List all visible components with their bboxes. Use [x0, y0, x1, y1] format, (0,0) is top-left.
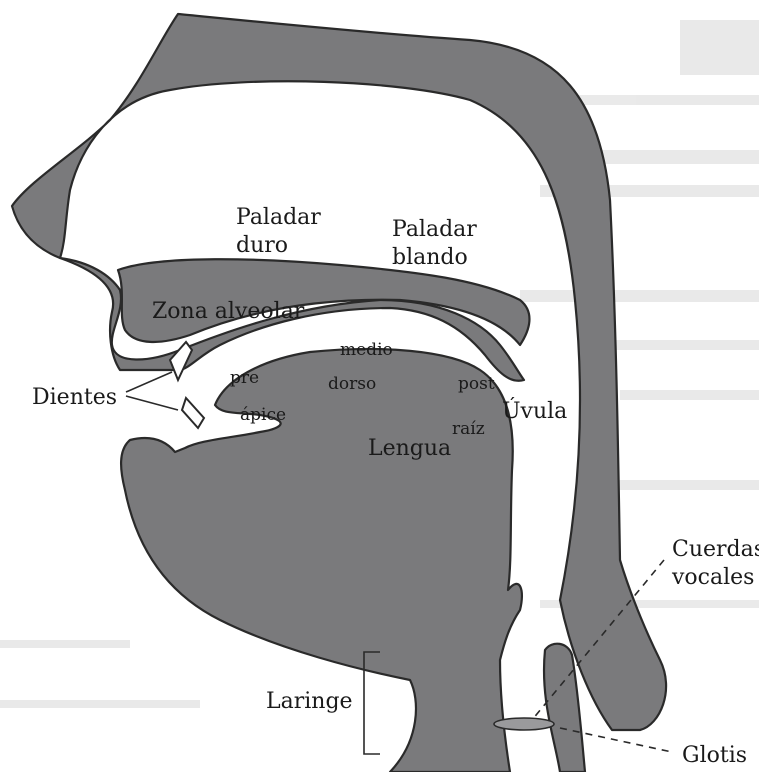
- lower-tooth: [182, 398, 204, 428]
- label-paladar-duro-1: Paladar: [236, 205, 321, 230]
- label-medio: medio: [340, 340, 393, 360]
- label-paladar-blando-2: blando: [392, 245, 468, 270]
- dientes-pointer-lower: [126, 396, 178, 410]
- label-post: post: [458, 374, 495, 394]
- label-pre: pre: [230, 368, 259, 388]
- label-dientes: Dientes: [32, 385, 117, 410]
- label-zona-alveolar: Zona alveolar: [152, 299, 305, 324]
- glottis-shape: [494, 718, 554, 730]
- label-cuerdas-2: vocales: [671, 565, 754, 590]
- label-paladar-duro-2: duro: [236, 233, 288, 258]
- label-lengua: Lengua: [368, 436, 451, 461]
- label-paladar-blando-1: Paladar: [392, 217, 477, 242]
- label-laringe: Laringe: [266, 689, 353, 714]
- dientes-pointer-upper: [126, 372, 172, 392]
- label-dorso: dorso: [328, 374, 376, 394]
- label-cuerdas-1: Cuerdas: [672, 537, 759, 562]
- label-uvula: Úvula: [502, 397, 567, 424]
- label-apice: ápice: [240, 405, 286, 425]
- label-raiz: raíz: [452, 419, 485, 439]
- label-glotis: Glotis: [682, 743, 747, 768]
